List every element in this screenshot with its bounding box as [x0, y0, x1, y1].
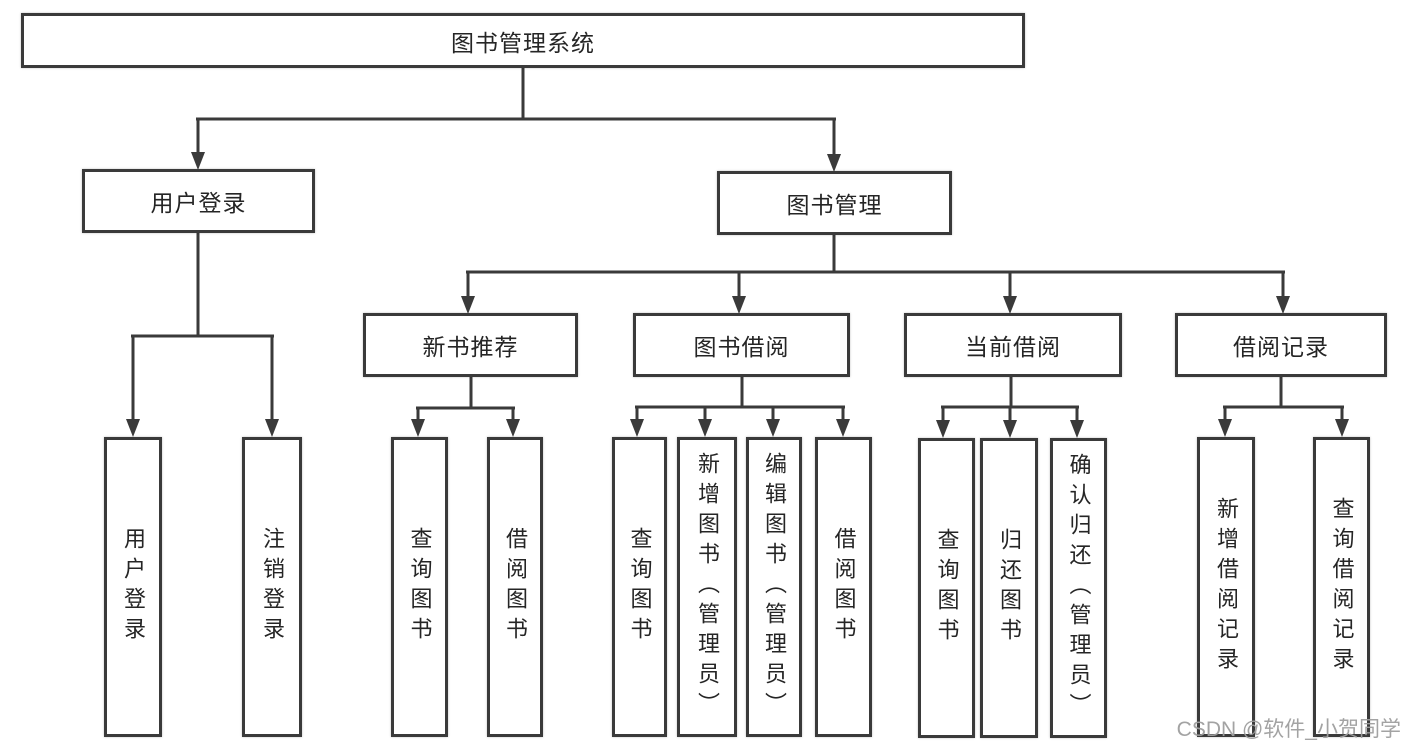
- leaf-label: 查询图书: [934, 528, 960, 648]
- leaf-confirm-return-admin: 确认归还（管理员）: [1050, 438, 1107, 738]
- connector-newbooks-to-leaves: [411, 377, 520, 437]
- node-label: 当前借阅: [965, 334, 1061, 360]
- leaf-label: 注销登录: [260, 527, 285, 647]
- node-label: 借阅记录: [1233, 334, 1329, 360]
- leaf-query-books-recommend: 查询图书: [391, 437, 448, 737]
- node-book-borrow: 图书借阅: [633, 313, 850, 377]
- leaf-query-books-borrow: 查询图书: [612, 437, 667, 737]
- leaf-label: 编辑图书（管理员）: [762, 452, 787, 722]
- node-user-login: 用户登录: [82, 169, 315, 233]
- node-label: 图书管理系统: [451, 29, 595, 56]
- leaf-label: 借阅图书: [831, 527, 857, 647]
- leaf-label: 新增借阅记录: [1214, 497, 1239, 677]
- connector-records-to-leaves: [1218, 377, 1349, 437]
- leaf-label: 借阅图书: [503, 527, 528, 647]
- connector-current-to-leaves: [936, 377, 1084, 438]
- node-current-borrow: 当前借阅: [904, 313, 1122, 377]
- leaf-query-borrow-record: 查询借阅记录: [1313, 437, 1370, 737]
- connector-root-to-level2: [191, 68, 841, 172]
- csdn-watermark: CSDN @软件_小贺同学: [1176, 718, 1401, 741]
- node-new-book-recommend: 新书推荐: [363, 313, 578, 377]
- connector-bookmgmt-to-level3: [461, 235, 1290, 314]
- node-book-management: 图书管理: [717, 171, 952, 235]
- leaf-user-login: 用户登录: [104, 437, 162, 737]
- connector-borrow-to-leaves: [630, 377, 850, 437]
- node-label: 图书借阅: [693, 334, 790, 360]
- leaf-borrow-books-recommend: 借阅图书: [487, 437, 543, 737]
- leaf-logout: 注销登录: [242, 437, 302, 737]
- leaf-add-borrow-record: 新增借阅记录: [1197, 437, 1255, 737]
- node-label: 图书管理: [786, 192, 883, 218]
- leaf-label: 查询图书: [627, 527, 653, 647]
- leaf-label: 用户登录: [121, 527, 146, 647]
- leaf-add-books-admin: 新增图书（管理员）: [677, 437, 737, 737]
- node-system-root: 图书管理系统: [21, 13, 1025, 68]
- leaf-edit-books-admin: 编辑图书（管理员）: [746, 437, 802, 737]
- leaf-return-books: 归还图书: [980, 438, 1038, 738]
- leaf-label: 查询图书: [407, 527, 433, 647]
- leaf-label: 查询借阅记录: [1329, 497, 1355, 677]
- leaf-borrow-books: 借阅图书: [815, 437, 872, 737]
- node-label: 用户登录: [150, 190, 247, 216]
- connector-login-to-leaves: [126, 233, 279, 437]
- leaf-label: 归还图书: [997, 528, 1022, 648]
- node-label: 新书推荐: [422, 334, 519, 360]
- node-borrow-records: 借阅记录: [1175, 313, 1387, 377]
- leaf-label: 新增图书（管理员）: [695, 452, 720, 722]
- leaf-label: 确认归还（管理员）: [1066, 453, 1092, 723]
- leaf-query-books-current: 查询图书: [918, 438, 975, 738]
